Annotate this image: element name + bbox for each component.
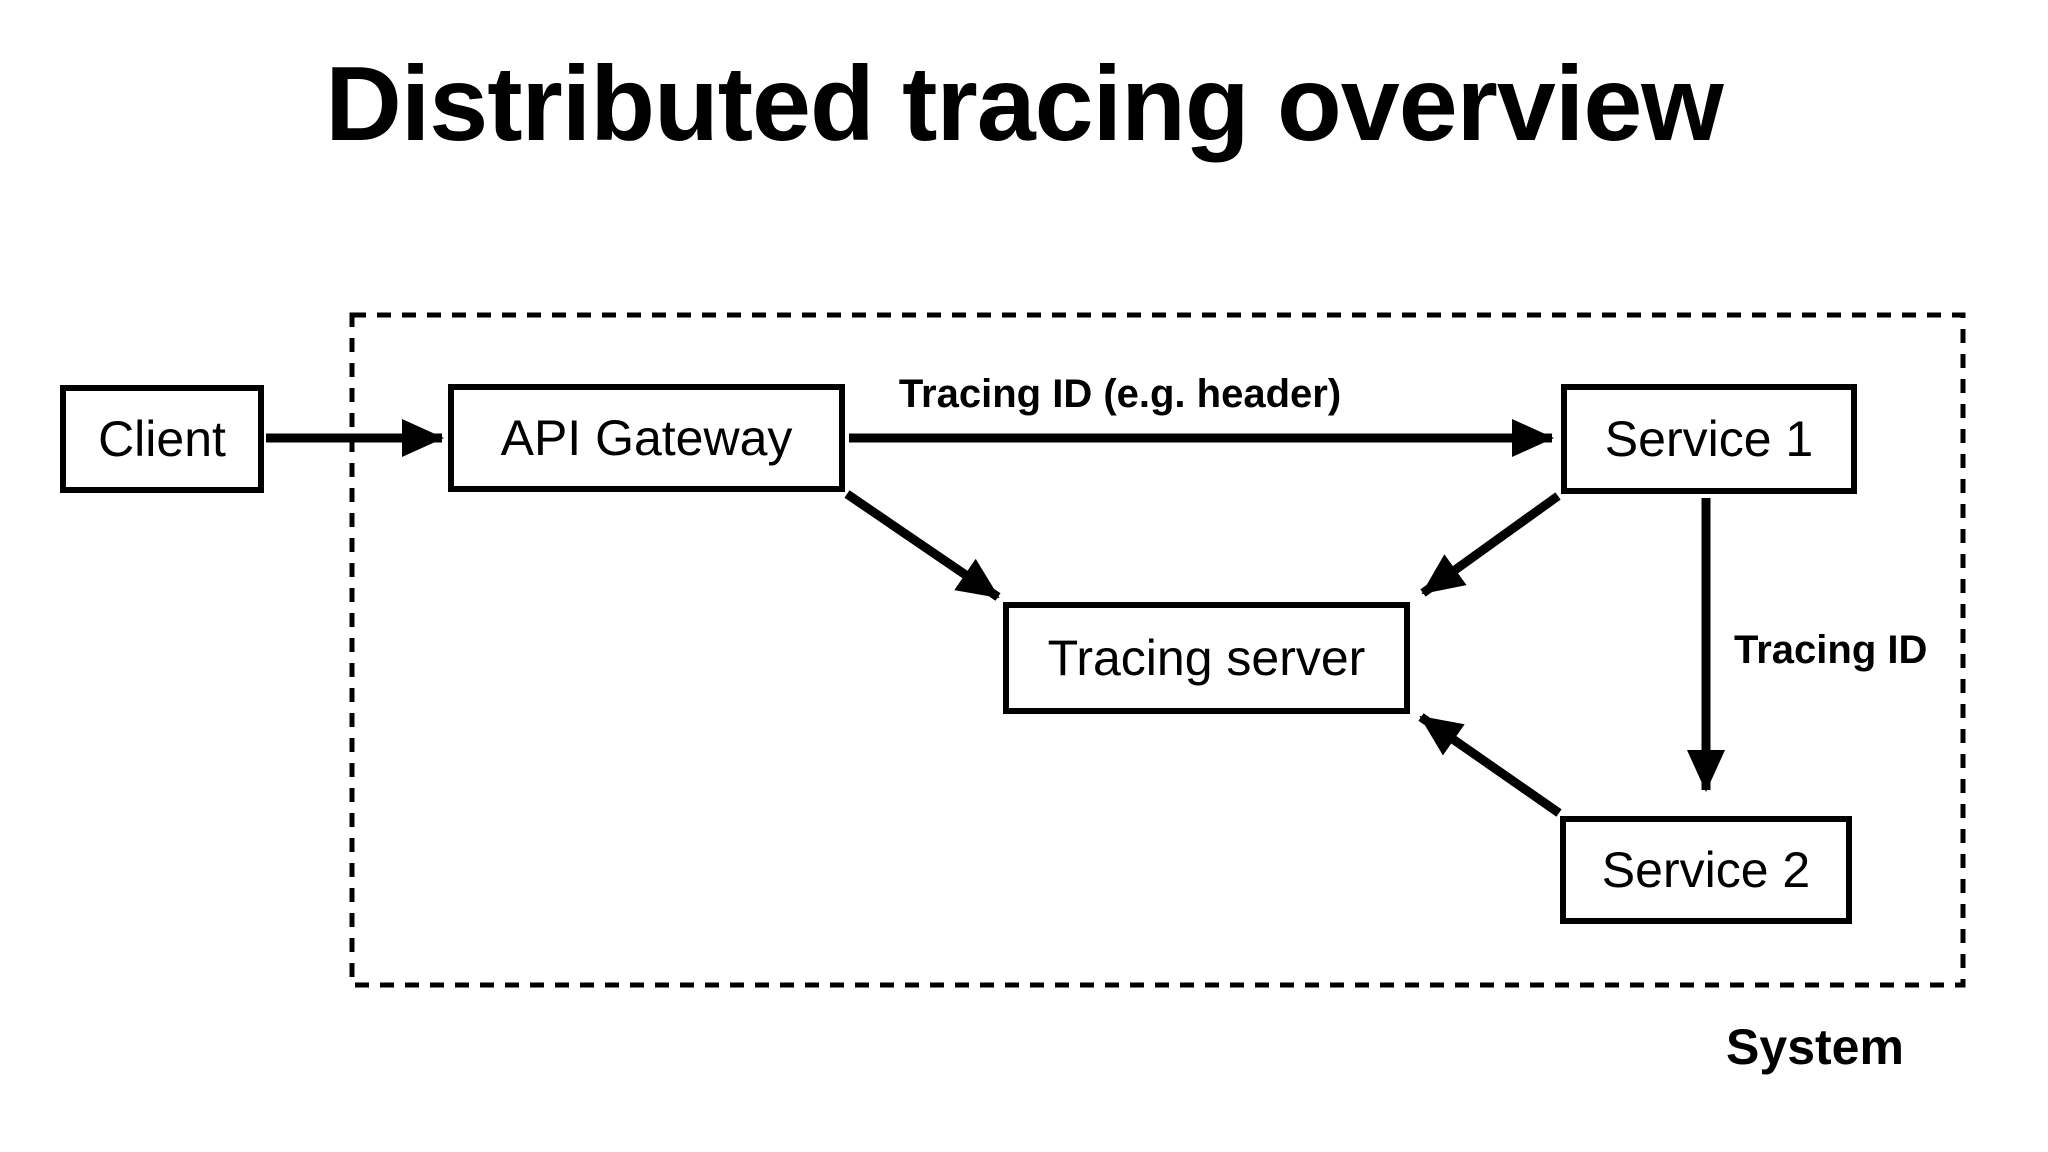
node-client-label: Client xyxy=(98,411,226,467)
system-boundary-box xyxy=(349,312,1966,988)
system-boundary-label: System xyxy=(1726,1019,1904,1075)
edge-label-tracing-id-header: Tracing ID (e.g. header) xyxy=(898,372,1342,416)
node-service-1-label: Service 1 xyxy=(1604,411,1814,467)
page-title: Distributed tracing overview xyxy=(325,45,1723,163)
node-service-2: Service 2 xyxy=(1560,816,1852,924)
edge-label-tracing-id: Tracing ID xyxy=(1734,628,1928,672)
node-tracing-server-label: Tracing server xyxy=(1047,630,1366,686)
arrow-api-gateway-to-tracing-server xyxy=(844,490,1001,601)
node-service-1: Service 1 xyxy=(1561,384,1857,494)
node-api-gateway: API Gateway xyxy=(448,384,845,492)
arrow-service-1-to-tracing-server xyxy=(1420,492,1561,597)
node-tracing-server: Tracing server xyxy=(1003,602,1410,714)
arrow-service-2-to-tracing-server xyxy=(1418,713,1562,817)
node-client: Client xyxy=(60,385,264,493)
node-api-gateway-label: API Gateway xyxy=(500,410,793,466)
node-service-2-label: Service 2 xyxy=(1601,842,1811,898)
